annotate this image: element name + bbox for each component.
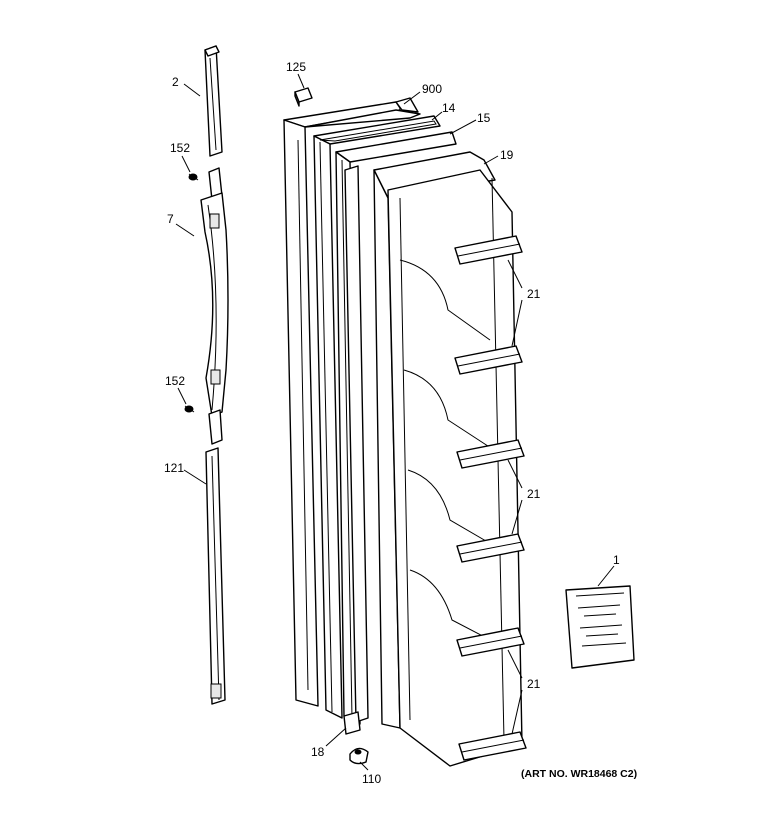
part-21-shelf-5 bbox=[456, 627, 525, 657]
callout-21-top: 21 bbox=[527, 287, 541, 301]
part-15-liner bbox=[335, 131, 457, 725]
part-1-literature-card bbox=[565, 585, 635, 669]
part-21-shelf-4 bbox=[456, 533, 525, 563]
callout-152-upper: 152 bbox=[170, 141, 190, 155]
part-152-screw-upper bbox=[188, 173, 199, 181]
callout-7: 7 bbox=[167, 212, 174, 226]
callout-19: 19 bbox=[500, 148, 514, 162]
leader-lines bbox=[175, 73, 615, 771]
part-125-cap bbox=[294, 87, 313, 107]
part-21-shelf-6 bbox=[458, 731, 527, 761]
part-21-shelf-1 bbox=[454, 235, 523, 265]
part-7-door-handle bbox=[200, 167, 229, 445]
callout-125: 125 bbox=[286, 60, 306, 74]
part-21-shelf-2 bbox=[454, 345, 523, 375]
part-121-lower-trim bbox=[205, 447, 226, 705]
callout-21-bottom: 21 bbox=[527, 677, 541, 691]
callout-14: 14 bbox=[442, 101, 456, 115]
part-110-door-stop bbox=[349, 747, 369, 765]
part-21-shelf-3 bbox=[456, 439, 525, 469]
part-14-gasket bbox=[313, 115, 441, 719]
callout-900: 900 bbox=[422, 82, 442, 96]
part-2-handle-cap bbox=[204, 45, 223, 157]
callout-152-lower: 152 bbox=[165, 374, 185, 388]
part-18-strip bbox=[343, 711, 361, 735]
callout-1: 1 bbox=[613, 553, 620, 567]
callout-21-middle: 21 bbox=[527, 487, 541, 501]
callout-121: 121 bbox=[164, 461, 184, 475]
callout-labels: 2 152 7 152 121 125 900 14 15 19 21 21 2… bbox=[164, 60, 620, 786]
callout-110: 110 bbox=[362, 772, 381, 786]
art-number: (ART NO. WR18468 C2) bbox=[521, 768, 637, 780]
part-152-screw-lower bbox=[184, 405, 195, 413]
callout-2: 2 bbox=[172, 75, 179, 89]
callout-15: 15 bbox=[477, 111, 491, 125]
callout-18: 18 bbox=[311, 745, 325, 759]
part-900-door-outer bbox=[283, 97, 421, 707]
